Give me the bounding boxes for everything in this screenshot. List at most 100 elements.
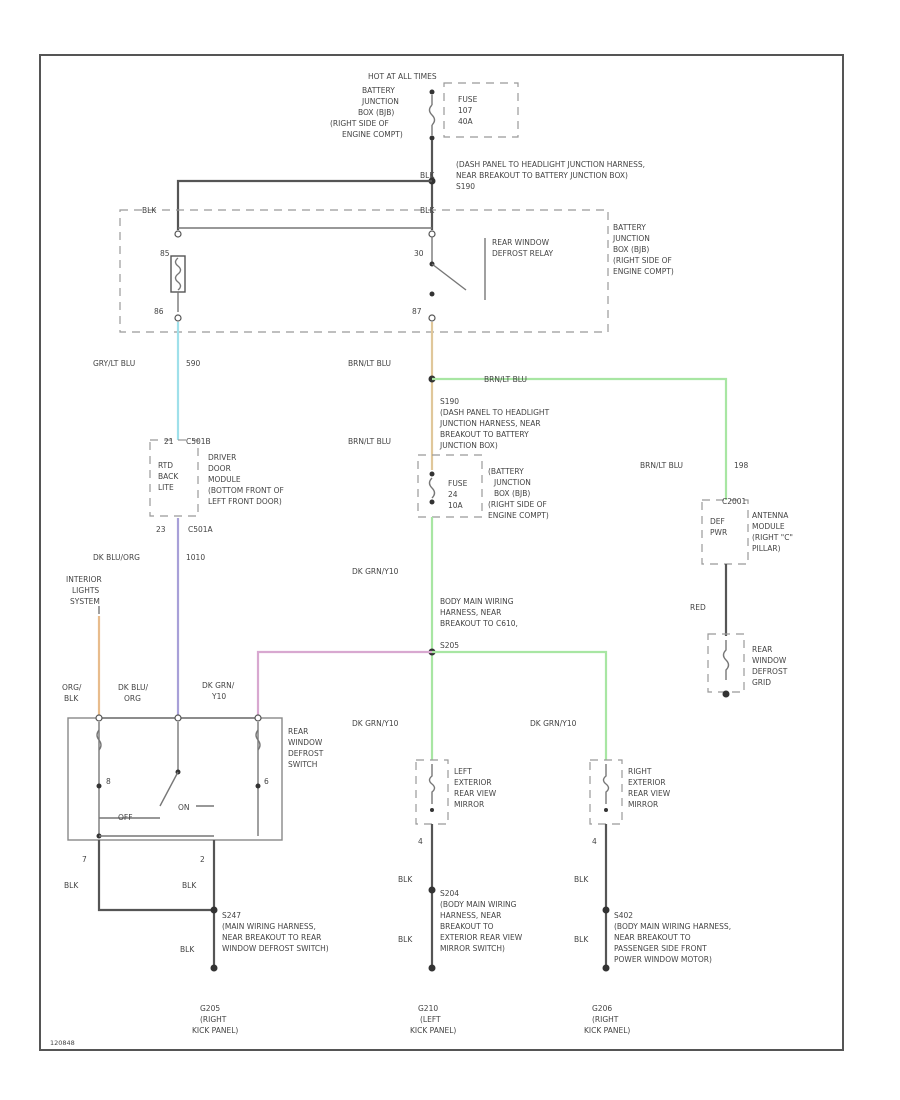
- left-mirror-label: LEFT EXTERIOR REAR VIEW MIRROR: [454, 767, 497, 809]
- ddm-conn-bot: C501A: [188, 525, 214, 534]
- svg-text:EXTERIOR REAR VIEW: EXTERIOR REAR VIEW: [440, 933, 523, 942]
- fuse-24-symbol: [428, 471, 436, 505]
- svg-text:(RIGHT: (RIGHT: [592, 1015, 619, 1024]
- svg-text:BODY MAIN WIRING: BODY MAIN WIRING: [440, 597, 514, 606]
- antenna-conn: C2001: [722, 497, 747, 506]
- svg-text:FUSE: FUSE: [448, 479, 468, 488]
- svg-text:REAR VIEW: REAR VIEW: [628, 789, 671, 798]
- svg-text:LITE: LITE: [158, 483, 174, 492]
- defrost-grid-label: REAR WINDOW DEFROST GRID: [752, 645, 788, 687]
- svg-text:REAR: REAR: [752, 645, 772, 654]
- svg-text:PILLAR): PILLAR): [752, 544, 781, 553]
- svg-text:WINDOW DEFROST SWITCH): WINDOW DEFROST SWITCH): [222, 944, 329, 953]
- switch-pin-2: 2: [200, 855, 205, 864]
- svg-text:(BODY MAIN WIRING HARNESS,: (BODY MAIN WIRING HARNESS,: [614, 922, 731, 931]
- left-mirror-blk-label: BLK: [398, 875, 413, 884]
- svg-text:Y10: Y10: [211, 692, 226, 701]
- svg-text:BOX (BJB): BOX (BJB): [494, 489, 530, 498]
- dk-grn-label-3: DK GRN/Y10: [530, 719, 577, 728]
- svg-text:DEF: DEF: [710, 517, 725, 526]
- splice-s247: [210, 906, 218, 914]
- svg-text:G205: G205: [200, 1004, 220, 1013]
- ground-g206-point: [602, 964, 610, 972]
- gry-lt-blu-label: GRY/LT BLU: [93, 359, 135, 368]
- ddm-pin-bot: 23: [156, 525, 166, 534]
- svg-text:NEAR BREAKOUT TO: NEAR BREAKOUT TO: [614, 933, 691, 942]
- defrost-grid-symbol: [722, 640, 730, 680]
- svg-text:10A: 10A: [448, 501, 464, 510]
- g206-blk-label: BLK: [574, 935, 589, 944]
- relay-wire-right: BLK: [420, 206, 435, 215]
- splice-s190-top-label: (DASH PANEL TO HEADLIGHT JUNCTION HARNES…: [456, 160, 645, 191]
- svg-text:87: 87: [412, 307, 422, 316]
- hot-label: HOT AT ALL TIMES: [368, 72, 437, 81]
- brn-lt-blu-label-3: BRN/LT BLU: [348, 437, 391, 446]
- interior-lights-label: INTERIOR LIGHTS SYSTEM: [66, 575, 102, 606]
- right-mirror-symbol: [602, 764, 610, 812]
- svg-text:LEFT: LEFT: [454, 767, 472, 776]
- blk-wire-to-coil: [176, 179, 432, 230]
- svg-text:BOX (BJB): BOX (BJB): [358, 108, 394, 117]
- svg-text:WINDOW: WINDOW: [752, 656, 787, 665]
- svg-text:DOOR: DOOR: [208, 464, 231, 473]
- splice-s247-label: S247 (MAIN WIRING HARNESS, NEAR BREAKOUT…: [222, 911, 329, 953]
- switch-pin-8: 8: [106, 777, 111, 786]
- defrost-grid-ground: [722, 690, 730, 698]
- svg-text:NEAR BREAKOUT TO BATTERY JUNCT: NEAR BREAKOUT TO BATTERY JUNCTION BOX): [456, 171, 628, 180]
- ground-g205-label: G205 (RIGHT KICK PANEL): [192, 1004, 238, 1035]
- fuse-107-symbol: [428, 89, 436, 141]
- svg-text:EXTERIOR: EXTERIOR: [454, 778, 492, 787]
- svg-text:GRID: GRID: [752, 678, 771, 687]
- splice-s205-label: BODY MAIN WIRING HARNESS, NEAR BREAKOUT …: [440, 597, 518, 650]
- svg-text:NEAR BREAKOUT TO REAR: NEAR BREAKOUT TO REAR: [222, 933, 321, 942]
- relay-bjb-box: [119, 209, 609, 333]
- svg-text:MODULE: MODULE: [752, 522, 785, 531]
- svg-text:ORG: ORG: [124, 694, 141, 703]
- dk-grn-to-switch: [256, 650, 432, 718]
- svg-text:DK BLU/: DK BLU/: [118, 683, 149, 692]
- antenna-label: ANTENNA MODULE (RIGHT "C" PILLAR): [752, 511, 793, 553]
- svg-text:HARNESS, NEAR: HARNESS, NEAR: [440, 608, 501, 617]
- brn-lt-blu-branch: [432, 377, 728, 500]
- svg-text:85: 85: [160, 249, 170, 258]
- svg-text:LEFT FRONT DOOR): LEFT FRONT DOOR): [208, 497, 282, 506]
- svg-text:G206: G206: [592, 1004, 612, 1013]
- svg-text:DEFROST: DEFROST: [288, 749, 324, 758]
- switch-pin-7: 7: [82, 855, 87, 864]
- splice-s190-wire-label: BLK: [420, 171, 435, 180]
- svg-text:ANTENNA: ANTENNA: [752, 511, 789, 520]
- svg-text:PWR: PWR: [710, 528, 727, 537]
- left-mirror-symbol: [428, 764, 436, 812]
- svg-text:DEFROST RELAY: DEFROST RELAY: [492, 249, 554, 258]
- svg-text:(BODY MAIN WIRING: (BODY MAIN WIRING: [440, 900, 517, 909]
- ground-g205-point: [210, 964, 218, 972]
- switch-blk-label-1: BLK: [64, 881, 79, 890]
- svg-text:ENGINE COMPT): ENGINE COMPT): [613, 267, 674, 276]
- splice-s402-label: S402 (BODY MAIN WIRING HARNESS, NEAR BRE…: [614, 911, 731, 964]
- right-mirror-label: RIGHT EXTERIOR REAR VIEW MIRROR: [628, 767, 671, 809]
- svg-text:SWITCH: SWITCH: [288, 760, 317, 769]
- svg-text:DEFROST: DEFROST: [752, 667, 788, 676]
- svg-text:REAR VIEW: REAR VIEW: [454, 789, 497, 798]
- svg-text:BATTERY: BATTERY: [613, 223, 646, 232]
- svg-text:KICK PANEL): KICK PANEL): [584, 1026, 630, 1035]
- svg-text:MIRROR: MIRROR: [454, 800, 484, 809]
- left-mirror-pin: 4: [418, 837, 423, 846]
- svg-text:DK GRN/: DK GRN/: [202, 681, 235, 690]
- svg-text:MIRROR: MIRROR: [628, 800, 658, 809]
- svg-text:POWER WINDOW MOTOR): POWER WINDOW MOTOR): [614, 955, 712, 964]
- relay-wire-left: BLK: [142, 206, 157, 215]
- svg-text:JUNCTION BOX): JUNCTION BOX): [439, 441, 498, 450]
- svg-text:(RIGHT "C": (RIGHT "C": [752, 533, 793, 542]
- switch-off: OFF: [118, 813, 133, 822]
- ground-g206-label: G206 (RIGHT KICK PANEL): [584, 1004, 630, 1035]
- right-mirror-blk-label: BLK: [574, 875, 589, 884]
- fuse-24-bjb-label: (BATTERY JUNCTION BOX (BJB) (RIGHT SIDE …: [488, 467, 549, 520]
- svg-text:BREAKOUT TO C610,: BREAKOUT TO C610,: [440, 619, 518, 628]
- ddm-conn: C501B: [186, 437, 211, 446]
- svg-text:(BATTERY: (BATTERY: [488, 467, 524, 476]
- switch-blk-label-2: BLK: [182, 881, 197, 890]
- dk-grn-label-2: DK GRN/Y10: [352, 719, 399, 728]
- svg-text:FUSE: FUSE: [458, 95, 478, 104]
